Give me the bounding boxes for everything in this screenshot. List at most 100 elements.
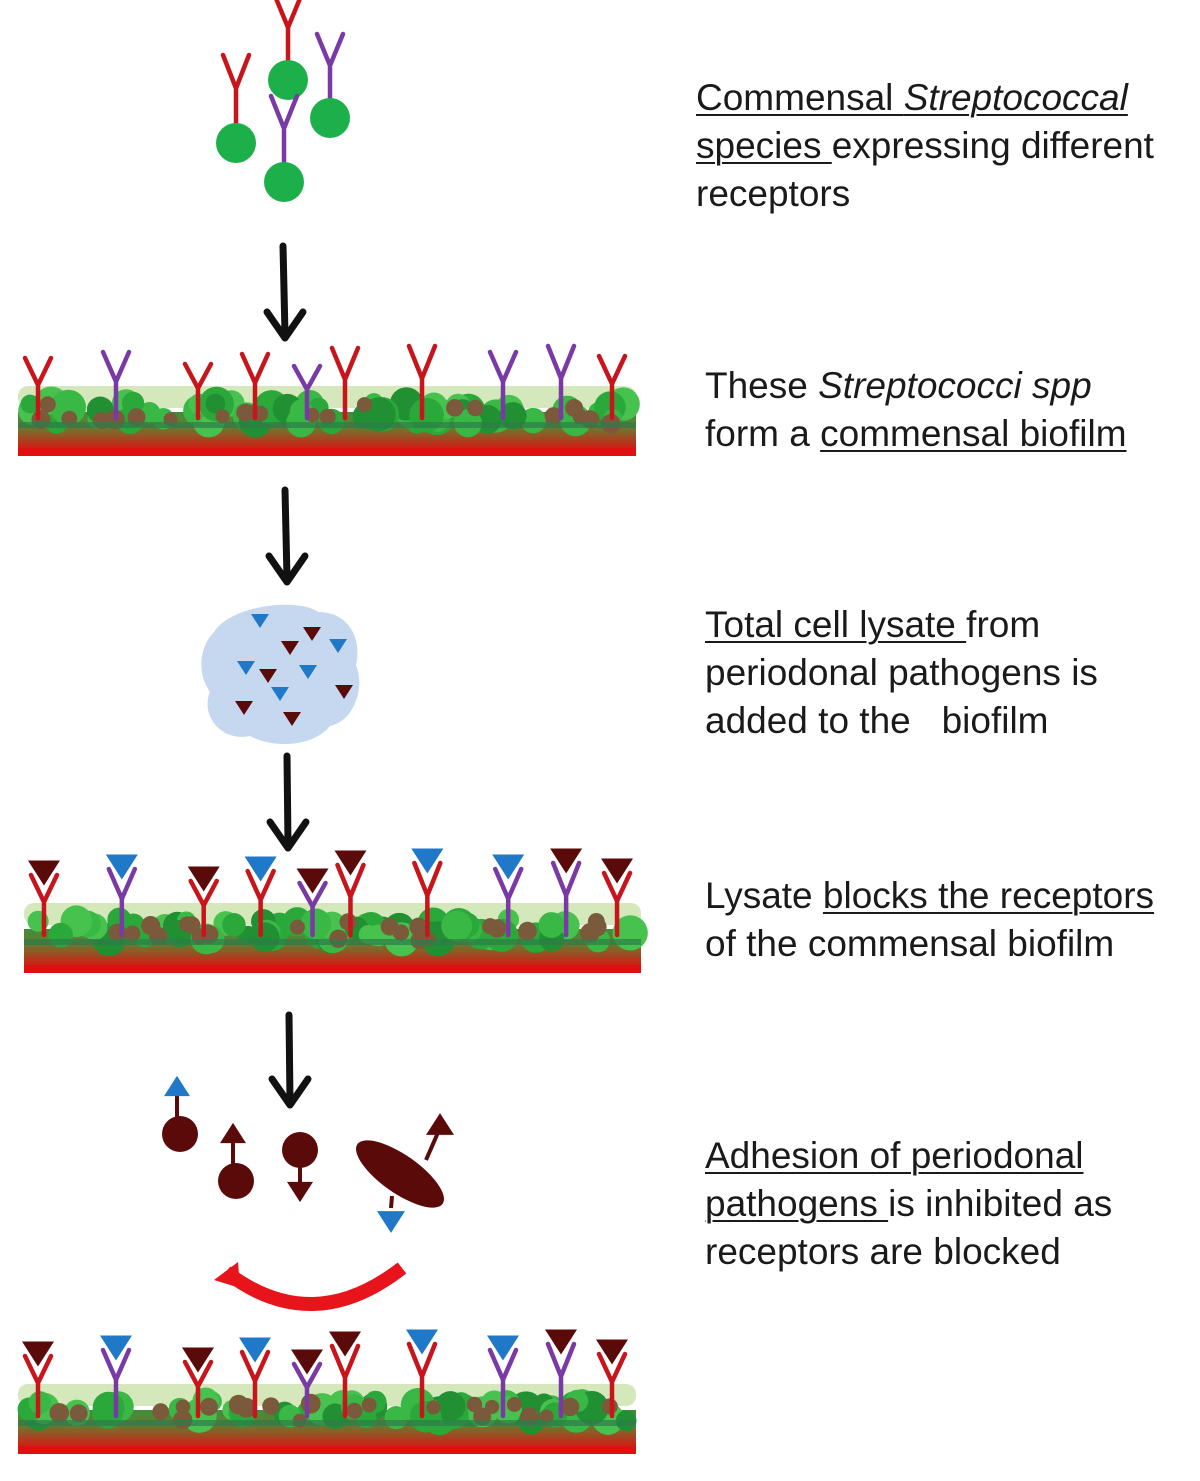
- pathogen-adhesin: [377, 1211, 405, 1233]
- biofilm-brown-cell: [580, 923, 600, 943]
- receptor: [100, 1347, 132, 1419]
- caption-text: pathogens: [705, 1183, 889, 1224]
- pathogen-adhesin: [287, 1181, 313, 1203]
- caption-line: receptors are blocked: [705, 1228, 1112, 1276]
- biofilm-brown-cell: [215, 409, 230, 424]
- receptor: [100, 349, 132, 421]
- receptor: [487, 1347, 519, 1419]
- biofilm-cell: [205, 393, 226, 414]
- biofilm-cell: [20, 394, 40, 414]
- cell-body: [216, 123, 256, 163]
- biofilm-brown-cell: [262, 1397, 280, 1415]
- biofilm-cell: [121, 391, 145, 415]
- receptor: [314, 31, 346, 107]
- lysate-ligand: [251, 613, 269, 629]
- blocking-ligand: [492, 854, 525, 880]
- caption-text: receptors are blocked: [705, 1231, 1061, 1272]
- caption-line: Commensal Streptococcal: [696, 74, 1154, 122]
- biofilm-cell: [92, 1391, 125, 1424]
- caption-line: form a commensal biofilm: [705, 410, 1127, 458]
- caption-text: Lysate: [705, 875, 823, 916]
- biofilm-brown-cell: [506, 1397, 522, 1412]
- biofilm-cell: [68, 913, 88, 933]
- pathogen-body: [218, 1163, 254, 1199]
- blocking-ligand: [291, 1349, 323, 1375]
- pathogen-body: [162, 1116, 198, 1152]
- biofilm-brown-cell: [426, 1400, 441, 1415]
- caption-text: periodonal pathogens is: [705, 652, 1098, 693]
- inhibition-curve: [221, 1262, 407, 1311]
- commensal-cell: [268, 0, 308, 100]
- biofilm-band: [18, 422, 636, 428]
- biofilm-cell: [300, 908, 332, 940]
- biofilm-brown-cell: [356, 397, 373, 413]
- substrate-base: [18, 448, 636, 456]
- biofilm-cell: [222, 913, 246, 937]
- lysate-ligand: [299, 664, 317, 680]
- biofilm-brown-cell: [127, 408, 146, 427]
- caption-text: Total cell lysate: [705, 604, 967, 645]
- cell-body: [264, 162, 304, 202]
- blocking-ligand: [22, 1341, 54, 1367]
- biofilm-brown-cell: [518, 921, 537, 941]
- down-arrow: [266, 752, 310, 852]
- receptor: [106, 866, 138, 938]
- blocking-ligand: [334, 850, 367, 876]
- receptor: [297, 880, 328, 938]
- caption-text: expressing different: [831, 125, 1154, 166]
- lysate-ligand: [271, 686, 289, 702]
- receptor: [492, 866, 524, 938]
- biofilm-brown-cell: [339, 913, 357, 931]
- lysate-ligand: [303, 626, 321, 642]
- receptor: [291, 363, 323, 421]
- biofilm-brown-cell: [409, 917, 428, 937]
- biofilm-brown-cell: [69, 1404, 88, 1423]
- blocking-ligand: [105, 854, 138, 880]
- receptor: [22, 355, 54, 421]
- caption-text: receptors: [696, 173, 851, 214]
- free-commensal-cells: [216, 0, 350, 202]
- biofilm-brown-cell: [152, 1403, 170, 1420]
- pathogen-adhesin: [164, 1075, 190, 1097]
- receptor: [487, 349, 519, 421]
- biofilm-brown-cell: [200, 1397, 218, 1416]
- inhibition-head: [214, 1262, 240, 1288]
- biofilm-band: [18, 1420, 636, 1426]
- caption-text: form a: [705, 413, 821, 454]
- down-arrow: [268, 1011, 312, 1109]
- biofilm-brown-cell: [560, 1397, 580, 1417]
- caption-text: species: [696, 125, 832, 166]
- biofilm-brown-cell: [329, 929, 348, 948]
- biofilm-layer: [24, 848, 648, 973]
- receptor: [220, 52, 252, 132]
- pathogen-body: [282, 1132, 318, 1168]
- biofilm-brown-cell: [319, 408, 336, 425]
- biofilm-layer: [17, 1329, 637, 1454]
- blocking-ligand: [406, 1329, 438, 1355]
- biofilm-brown-cell: [183, 916, 201, 934]
- biofilm-brown-cell: [392, 924, 410, 941]
- lysate-ligand: [335, 684, 353, 700]
- biofilm-cell: [50, 389, 87, 426]
- receptor: [596, 1351, 628, 1419]
- blocking-ligand: [27, 860, 60, 886]
- pathogen-stem: [389, 1195, 394, 1209]
- cell-body: [268, 60, 308, 100]
- down-arrow: [265, 486, 309, 586]
- biofilm-brown-cell: [565, 399, 584, 417]
- receptor: [329, 345, 361, 421]
- caption-line: Lysate blocks the receptors: [705, 872, 1154, 920]
- biofilm-brown-cell: [481, 918, 499, 935]
- biofilm-brown-cell: [446, 399, 464, 417]
- receptor: [182, 361, 214, 421]
- cell-body: [310, 98, 350, 138]
- pathogen-cell: [282, 1132, 318, 1203]
- caption-text: Streptococci spp: [818, 365, 1092, 406]
- biofilm-brown-cell: [300, 1393, 321, 1414]
- pathogen-rod: [356, 1113, 454, 1233]
- caption-line: periodonal pathogens is: [705, 649, 1098, 697]
- caption-line: Adhesion of periodonal: [705, 1132, 1112, 1180]
- caption-text: from: [966, 604, 1041, 645]
